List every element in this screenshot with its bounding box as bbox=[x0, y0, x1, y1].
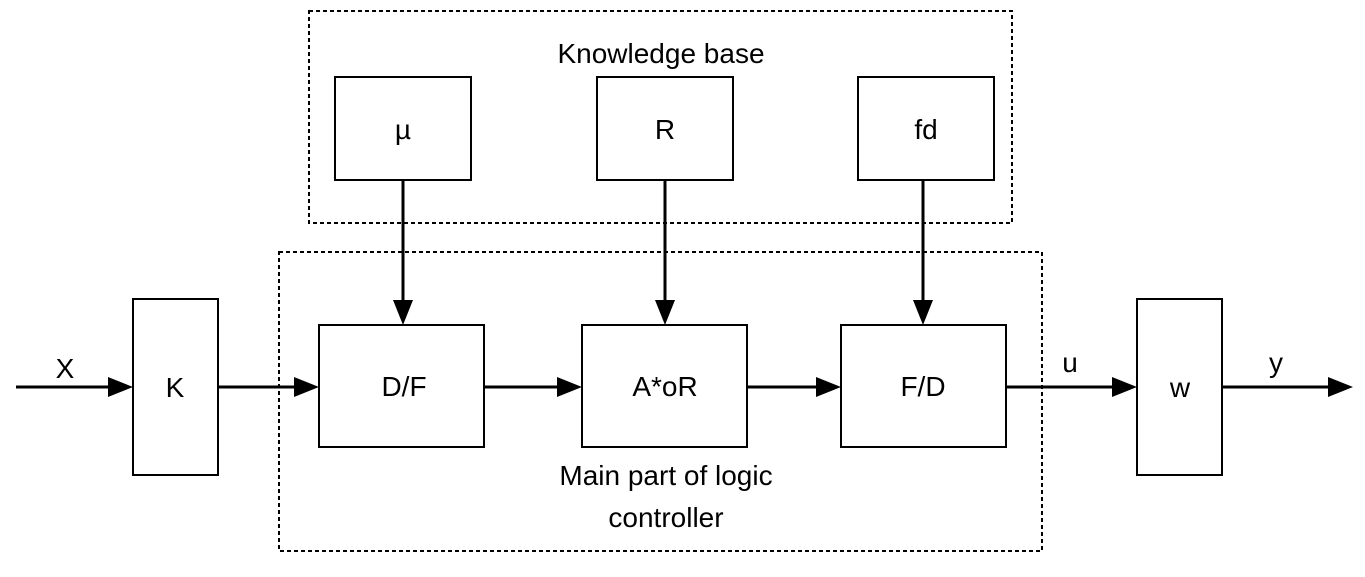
arrow-aor-to-fd bbox=[747, 377, 841, 397]
arrow-fd-to-fdec-head bbox=[913, 300, 933, 325]
f-d-block-box bbox=[840, 324, 1007, 448]
signal-x-label: X bbox=[56, 353, 75, 384]
arrow-k-to-df-head bbox=[294, 377, 319, 397]
aor-block-label: A*oR bbox=[632, 371, 697, 402]
arrow-k-to-df bbox=[218, 377, 319, 397]
arrow-mu-to-df-head bbox=[393, 300, 413, 325]
signal-u-label: u bbox=[1062, 347, 1078, 378]
arrow-r-to-aor bbox=[655, 180, 675, 325]
w-block-label: w bbox=[1169, 372, 1191, 403]
arrow-df-to-aor-head bbox=[557, 377, 582, 397]
r-block-box bbox=[596, 76, 734, 181]
knowledge-base-label: Knowledge base bbox=[557, 38, 764, 69]
fd-block: fd bbox=[857, 76, 995, 181]
mu-block: µ bbox=[334, 76, 472, 181]
arrow-x-to-k-head bbox=[108, 377, 133, 397]
fd-block-box bbox=[857, 76, 995, 181]
r-block: R bbox=[596, 76, 734, 181]
k-block-box bbox=[132, 298, 219, 476]
signal-y-label: y bbox=[1269, 347, 1283, 378]
fd-block-label: fd bbox=[914, 114, 937, 145]
main-part-label-line2: controller bbox=[608, 502, 723, 533]
main-part-group bbox=[278, 251, 1043, 552]
df-block: D/F bbox=[318, 324, 485, 448]
f-d-block-label: F/D bbox=[900, 371, 945, 402]
knowledge-base-group bbox=[308, 10, 1013, 224]
aor-block: A*oR bbox=[581, 324, 748, 448]
aor-block-box bbox=[581, 324, 748, 448]
mu-block-box bbox=[334, 76, 472, 181]
r-block-label: R bbox=[655, 114, 675, 145]
arrow-fd-to-w-head bbox=[1112, 377, 1137, 397]
mu-block-label: µ bbox=[395, 114, 411, 145]
k-block: K bbox=[132, 298, 219, 476]
arrow-mu-to-df bbox=[393, 180, 413, 325]
arrow-r-to-aor-head bbox=[655, 300, 675, 325]
arrow-fd-to-fdec bbox=[913, 180, 933, 325]
arrow-x-to-k bbox=[16, 377, 133, 397]
w-block: w bbox=[1136, 298, 1223, 476]
w-block-box bbox=[1136, 298, 1223, 476]
f-d-block: F/D bbox=[840, 324, 1007, 448]
main-part-label-line1: Main part of logic bbox=[559, 460, 772, 491]
df-block-label: D/F bbox=[381, 371, 426, 402]
arrow-w-to-y bbox=[1222, 377, 1353, 397]
arrow-df-to-aor bbox=[484, 377, 582, 397]
arrow-aor-to-fd-head bbox=[816, 377, 841, 397]
arrow-w-to-y-head bbox=[1328, 377, 1353, 397]
arrow-fd-to-w bbox=[1006, 377, 1137, 397]
k-block-label: K bbox=[166, 372, 185, 403]
